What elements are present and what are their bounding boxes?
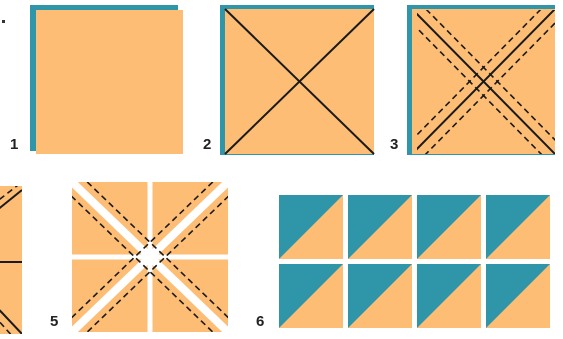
step-3-group: 3 [390,2,562,161]
hst-block [279,264,343,328]
step-6-group: 6 [256,195,550,330]
corner-mark [2,20,5,23]
step-1-orange-square [36,10,183,154]
step-1-label: 1 [10,136,18,153]
step-2-group: 2 [203,5,374,155]
hst-block [279,195,343,259]
step-4-orange-square [0,186,22,334]
hst-block [348,264,412,328]
step-5-group: 5 [50,175,236,339]
hst-block [486,264,550,328]
hst-block [348,195,412,259]
step-3-label: 3 [390,136,398,153]
step-4-group [0,182,22,338]
step-2-label: 2 [203,136,211,153]
step-5-label: 5 [50,313,58,330]
half-square-triangle-grid [279,195,550,328]
hst-block [417,264,481,328]
step-6-label: 6 [256,313,264,330]
hst-block [417,195,481,259]
hst-block [486,195,550,259]
step-1-group: 1 [2,5,183,154]
